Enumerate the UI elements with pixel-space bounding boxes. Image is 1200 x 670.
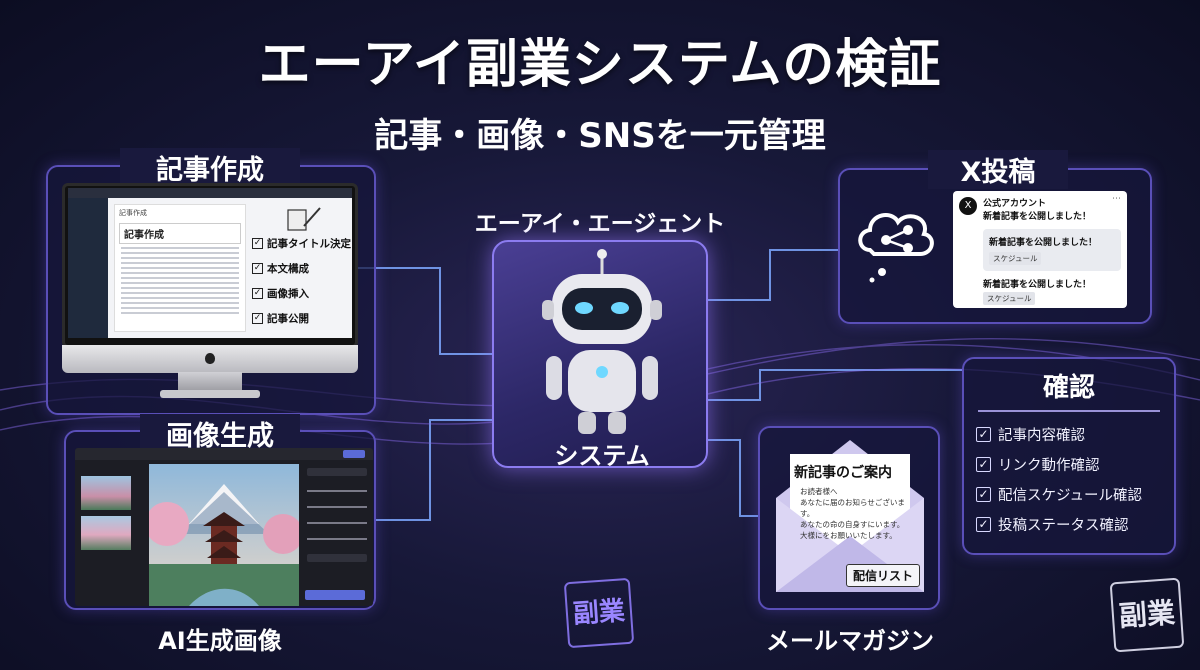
page-title: エーアイ副業システムの検証 (258, 35, 942, 95)
checkbox-checked-icon: ✓ (252, 313, 263, 324)
checkbox-checked-icon: ✓ (976, 487, 991, 502)
confirm-panel: 確認 ✓記事内容確認 ✓リンク動作確認 ✓配信スケジュール確認 ✓投稿ステータス… (962, 357, 1176, 555)
mail-caption: メールマガジン (766, 627, 934, 655)
checkbox-checked-icon: ✓ (976, 427, 991, 442)
thumbnail-1[interactable] (81, 476, 131, 510)
letter-line: 大様にをお願いいたします。 (800, 531, 897, 540)
x-account-name: 公式アカウント (983, 199, 1047, 209)
confirm-item: ✓記事内容確認 (976, 424, 1174, 445)
robot-icon (542, 249, 662, 434)
system-label: システム (554, 442, 650, 470)
article-checklist: ✓記事タイトル決定 ✓本文構成 ✓画像挿入 ✓記事公開 (252, 236, 352, 336)
x-post-label: X投稿 (928, 150, 1068, 189)
app-toolbar (75, 448, 373, 460)
page-subtitle: 記事・画像・SNSを一元管理 (374, 116, 826, 156)
checkbox-checked-icon: ✓ (252, 263, 263, 274)
confirm-title: 確認 (1042, 373, 1095, 403)
x-quoted-post: 新着記事を公開しました！ スケジュール (983, 229, 1121, 271)
more-options-icon[interactable]: ⋯ (1112, 194, 1121, 204)
document-header: 記事作成 (119, 209, 147, 217)
generate-button[interactable] (305, 590, 365, 600)
checkbox-checked-icon: ✓ (252, 288, 263, 299)
save-button[interactable] (343, 450, 365, 458)
image-gen-app (75, 448, 373, 606)
checklist-item: ✓本文構成 (252, 263, 309, 275)
x-post-text: 新着記事を公開しました！ (983, 212, 1092, 222)
share-cloud-icon (858, 213, 934, 283)
confirm-item: ✓配信スケジュール確認 (976, 484, 1174, 505)
agent-system-box: システム (492, 240, 708, 470)
confirm-item: ✓リンク動作確認 (976, 454, 1174, 475)
checkbox-checked-icon: ✓ (976, 517, 991, 532)
screen-sidebar (68, 198, 108, 338)
screen-topbar (68, 188, 352, 198)
schedule-tag: スケジュール (989, 252, 1042, 265)
confirm-divider (978, 410, 1160, 412)
image-gen-caption: AI生成画像 (158, 627, 282, 655)
article-screen: 記事作成 記事作成 ✓記事タイトル決定 ✓本文構成 ✓画像挿入 ✓記事公開 (68, 188, 352, 338)
generated-landscape-image (149, 464, 299, 606)
mail-letter-body: お読者様へ あなたに届のお知らせございます。 あなたの命の自身すにいます。 大様… (800, 486, 912, 541)
article-label: 記事作成 (120, 148, 300, 187)
agent-label: エーアイ・エージェント (474, 211, 726, 237)
article-document: 記事作成 記事作成 (114, 204, 246, 332)
image-gen-label: 画像生成 (140, 414, 300, 453)
checklist-item: ✓記事公開 (252, 313, 309, 325)
fukugyo-logo: 副業 (563, 577, 635, 649)
monitor-chin (62, 345, 358, 373)
delivery-list-badge: 配信リスト (846, 564, 921, 587)
fukugyo-logo-corner: 副業 (1109, 577, 1185, 653)
checklist-item: ✓記事タイトル決定 (252, 238, 351, 250)
letter-line: あなたの命の自身すにいます。 (800, 520, 905, 529)
scroll-quill-icon (287, 207, 321, 231)
schedule-tag-2: スケジュール (983, 292, 1036, 305)
x-post-card: X 公式アカウント ⋯ 新着記事を公開しました！ 新着記事を公開しました！ スケ… (953, 191, 1127, 308)
x-logo-icon: X (959, 197, 977, 215)
monitor-stand (178, 372, 242, 392)
slider-column (307, 468, 367, 572)
letter-line: お読者様へ (800, 487, 838, 496)
x-post-text-2: 新着記事を公開しました！ (983, 280, 1092, 290)
checkbox-checked-icon: ✓ (976, 457, 991, 472)
document-title: 記事作成 (119, 223, 241, 244)
mail-letter-title: 新記事のご案内 (794, 465, 892, 481)
checklist-item: ✓画像挿入 (252, 288, 309, 300)
confirm-item: ✓投稿ステータス確認 (976, 514, 1174, 535)
letter-line: あなたに届のお知らせございます。 (800, 498, 905, 518)
checkbox-checked-icon: ✓ (252, 238, 263, 249)
monitor-base (160, 390, 260, 398)
quoted-post-text: 新着記事を公開しました！ (989, 238, 1098, 248)
apple-logo-icon (205, 353, 215, 364)
thumbnail-2[interactable] (81, 516, 131, 550)
